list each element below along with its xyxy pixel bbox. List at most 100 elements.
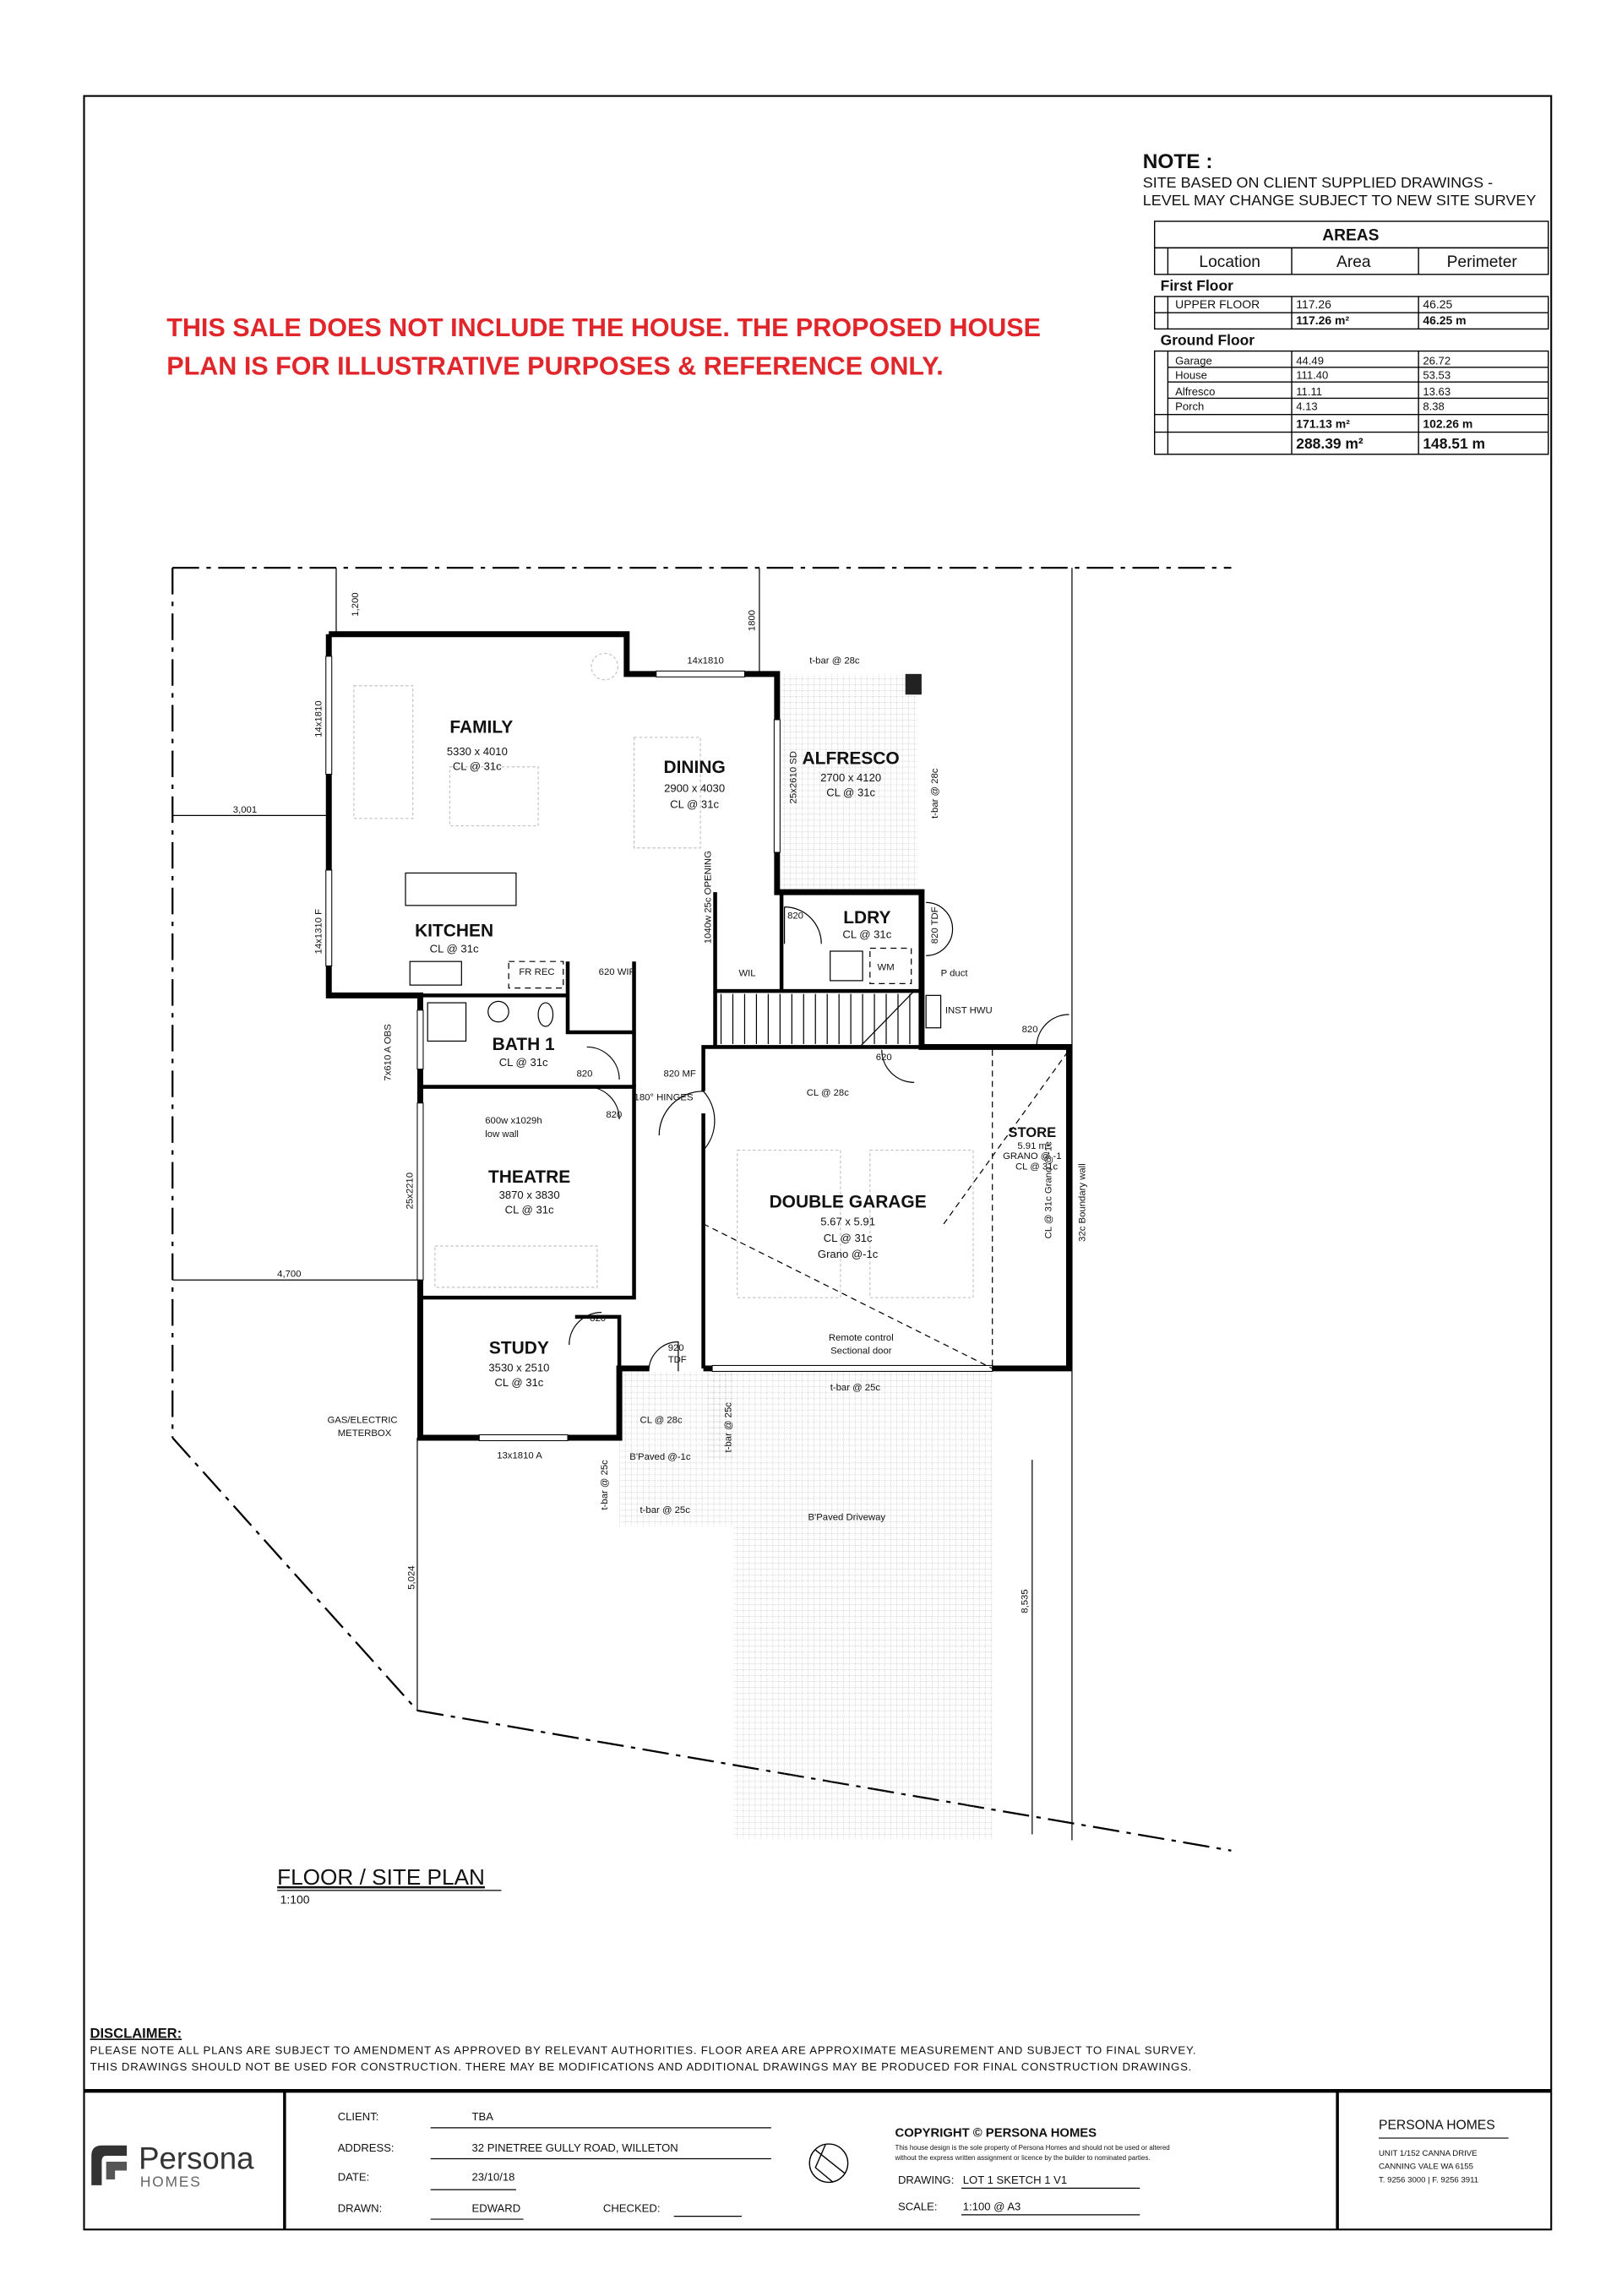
room-ceiling: CL @ 31c [499, 1056, 548, 1069]
perimeter-grand-total: 148.51 m [1423, 435, 1485, 452]
window-label: 7x610 A OBS [384, 1024, 394, 1081]
room-ceiling: CL @ 31c [1015, 1162, 1058, 1172]
company-address: UNIT 1/152 CANNA DRIVE [1379, 2149, 1478, 2158]
area-location: Porch [1175, 400, 1204, 412]
dimension-label: 1800 [748, 610, 758, 631]
room-name: STUDY [489, 1338, 549, 1357]
area-row: Alfresco 11.11 13.63 [1175, 385, 1451, 398]
tbar-label: t-bar @ 25c [724, 1402, 734, 1453]
door-label: 620 [876, 1053, 892, 1063]
area-row: House 111.40 53.53 [1175, 369, 1451, 382]
tbar-label: t-bar @ 28c [809, 656, 860, 666]
hinges-label: 180° HINGES [634, 1092, 694, 1102]
scale-value: 1:100 @ A3 [963, 2201, 1021, 2213]
area-perimeter: 46.25 [1423, 297, 1452, 311]
north-arrow-icon [808, 2143, 849, 2184]
room-dining: DINING 2900 x 4030 CL @ 31c [663, 758, 725, 811]
window-label: 14x1810 [687, 656, 723, 666]
company-name: PERSONA HOMES [1379, 2119, 1495, 2133]
area-row: Porch 4.13 8.38 [1175, 400, 1445, 412]
room-size: 5.67 x 5.91 [820, 1216, 875, 1228]
note-line: LEVEL MAY CHANGE SUBJECT TO NEW SITE SUR… [1143, 192, 1537, 209]
client-value: TBA [472, 2110, 494, 2123]
copyright-line: This house design is the sole property o… [895, 2144, 1169, 2152]
scale-label: SCALE: [898, 2201, 938, 2213]
windows [325, 656, 993, 1441]
low-wall-label: low wall [485, 1129, 519, 1140]
annotations: 14x1810 t-bar @ 28c t-bar @ 28c 25x2610 … [314, 656, 1088, 1523]
section-label: Ground Floor [1161, 332, 1255, 349]
room-size: 5330 x 4010 [447, 745, 508, 758]
drawn-value: EDWARD [472, 2201, 521, 2214]
ceiling-label: CL @ 28c [807, 1088, 849, 1098]
dimension-label: 5,024 [406, 1565, 416, 1589]
pduct-label: P duct [941, 969, 969, 979]
perimeter-subtotal: 102.26 m [1423, 416, 1472, 430]
meterbox-label: GAS/ELECTRIC [327, 1416, 397, 1426]
persona-logo: Persona HOMES [91, 2141, 254, 2190]
date-label: DATE: [338, 2171, 370, 2184]
area-perimeter: 8.38 [1423, 400, 1444, 412]
room-name: DOUBLE GARAGE [770, 1193, 927, 1212]
dimension-label: 4,700 [277, 1270, 301, 1280]
col-header: Perimeter [1447, 253, 1518, 271]
room-size: 2900 x 4030 [664, 781, 725, 794]
col-header: Area [1336, 253, 1371, 271]
sale-disclaimer-line: THIS SALE DOES NOT INCLUDE THE HOUSE. TH… [166, 313, 1041, 342]
room-ceiling: CL @ 31c [670, 798, 719, 811]
garage-door-label: Remote control [829, 1333, 894, 1343]
room-name: THEATRE [488, 1167, 570, 1187]
room-size: 5.91 m² [1017, 1141, 1050, 1151]
plan-title: FLOOR / SITE PLAN [277, 1864, 485, 1890]
room-ceiling: CL @ 31c [824, 1232, 873, 1244]
tbar-label: t-bar @ 25c [640, 1505, 691, 1515]
driveway-paving [707, 1371, 993, 1461]
drawing-label: DRAWING: [898, 2174, 954, 2186]
room-family: FAMILY 5330 x 4010 CL @ 31c [447, 718, 513, 773]
address-label: ADDRESS: [338, 2141, 395, 2154]
door-label: 820 [787, 911, 803, 922]
room-floor: GRANO @ -1 [1003, 1151, 1061, 1162]
area-value: 11.11 [1296, 385, 1322, 398]
wil-label: WIL [738, 969, 755, 979]
window-label: 13x1810 A [497, 1450, 542, 1461]
room-name: STORE [1008, 1124, 1056, 1140]
room-ceiling: CL @ 31c [505, 1204, 554, 1216]
dimension-label: 8,535 [1021, 1589, 1031, 1613]
room-size: 2700 x 4120 [820, 771, 881, 784]
boundary-wall-label: 32c Boundary wall [1078, 1163, 1088, 1242]
alfresco-paving [781, 673, 917, 893]
address-value: 32 PINETREE GULLY ROAD, WILLETON [472, 2141, 678, 2154]
area-perimeter: 26.72 [1423, 354, 1451, 367]
room-laundry: LDRY CL @ 31c [842, 908, 891, 940]
room-ceiling: CL @ 31c [453, 759, 502, 772]
note-title: NOTE : [1143, 150, 1213, 173]
area-subtotal: 117.26 m² [1296, 313, 1349, 327]
room-name: LDRY [843, 908, 890, 928]
area-grand-total: 288.39 m² [1296, 435, 1363, 452]
area-value: 4.13 [1296, 400, 1317, 412]
company-phone: T. 9256 3000 | F. 9256 3911 [1379, 2175, 1478, 2184]
door-label: 25x2610 SD [789, 751, 799, 803]
tbar-label: t-bar @ 28c [930, 768, 940, 819]
room-name: BATH 1 [493, 1035, 555, 1054]
room-size: 3870 x 3830 [499, 1189, 560, 1201]
dimension-label: 1,200 [351, 592, 361, 616]
room-ceiling: CL @ 31c [494, 1376, 543, 1389]
door-swings [569, 901, 1070, 1372]
section-label: First Floor [1161, 277, 1233, 294]
room-ceiling: CL @ 31c [430, 943, 479, 955]
room-name: FAMILY [449, 718, 513, 737]
low-wall-label: 600w x1029h [485, 1116, 542, 1126]
date-value: 23/10/18 [472, 2171, 515, 2184]
room-name: DINING [663, 758, 725, 777]
sheet-border [83, 95, 1553, 2231]
tbar-label: t-bar @ 25c [830, 1383, 881, 1393]
copyright-title: COPYRIGHT © PERSONA HOMES [895, 2126, 1097, 2140]
sale-disclaimer-line: PLAN IS FOR ILLUSTRATIVE PURPOSES & REFE… [166, 352, 943, 381]
copyright-line: without the express written assignment o… [894, 2154, 1150, 2162]
area-perimeter: 13.63 [1423, 385, 1451, 398]
room-theatre: THEATRE 3870 x 3830 CL @ 31c [488, 1167, 570, 1216]
furniture [353, 652, 974, 1298]
